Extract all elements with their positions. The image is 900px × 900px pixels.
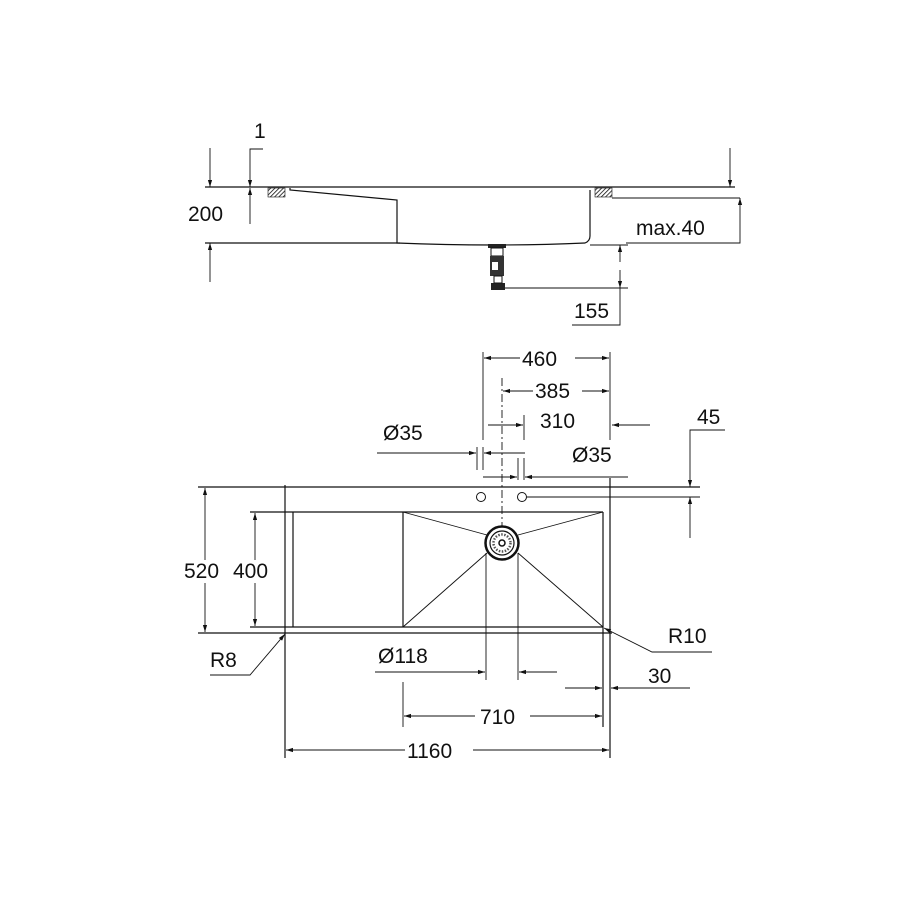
seal-left xyxy=(267,187,286,198)
seal-right xyxy=(594,187,613,198)
dim-tap-left-label: 310 xyxy=(540,410,575,433)
dim-hole-left-label: Ø35 xyxy=(383,422,423,445)
dim-hole-right-label: Ø35 xyxy=(572,444,612,467)
dim-tap-offset-label: 45 xyxy=(697,406,720,429)
waste-fitting xyxy=(488,244,506,290)
dim-tap-right-label: 385 xyxy=(535,380,570,403)
tap-hole-left xyxy=(476,492,486,502)
dim-waste-label: 155 xyxy=(574,300,609,323)
top-view: 460 385 310 Ø35 Ø35 45 520 400 R8 xyxy=(184,348,725,763)
dim-tap-span-label: 460 xyxy=(522,348,557,371)
dim-radius-outer-label: R8 xyxy=(210,649,237,672)
side-view: 200 1 max.40 155 xyxy=(188,120,743,326)
dim-bowl-width-label: 710 xyxy=(480,706,515,729)
sink-profile xyxy=(289,188,591,246)
dim-total-depth-label: 520 xyxy=(184,560,219,583)
dim-drain-label: Ø118 xyxy=(378,645,428,668)
dim-depth-label: 200 xyxy=(188,203,223,226)
dim-radius-bowl-label: R10 xyxy=(668,625,707,648)
tap-hole-right xyxy=(517,492,527,502)
dim-edge-label: 30 xyxy=(648,665,671,688)
dim-max-counter-label: max.40 xyxy=(636,217,705,240)
dim-bowl-depth-label: 400 xyxy=(233,560,268,583)
dim-thickness-label: 1 xyxy=(254,120,266,143)
drain xyxy=(484,525,520,561)
dim-total-width-label: 1160 xyxy=(407,740,452,763)
